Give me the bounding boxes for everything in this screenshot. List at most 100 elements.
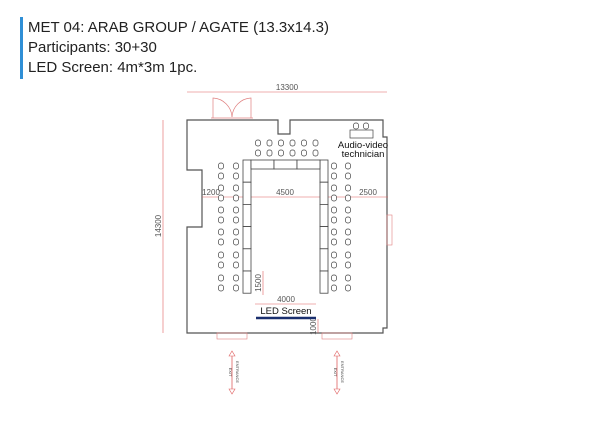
entrance-label: ENTRANCE <box>235 361 240 383</box>
plan-title: MET 04: ARAB GROUP / AGATE (13.3x14.3) <box>28 19 329 36</box>
chair <box>218 261 224 269</box>
chair <box>345 206 351 214</box>
table <box>242 181 252 205</box>
chair <box>331 206 337 214</box>
chair <box>218 162 224 170</box>
av-label-line1: Audio-video <box>338 140 388 151</box>
table <box>319 248 329 272</box>
table <box>319 203 329 227</box>
chair <box>345 238 351 246</box>
table-width-dimension: 4500 <box>276 188 294 197</box>
exit-label: EXIT <box>333 368 338 377</box>
bottom-doors <box>216 332 353 340</box>
chair <box>289 149 296 157</box>
chair <box>218 228 224 236</box>
chair <box>345 162 351 170</box>
chair <box>331 162 337 170</box>
chair <box>331 194 337 202</box>
entrance-exit-arrow-right: EXIT ENTRANCE <box>333 350 345 395</box>
table <box>273 159 298 170</box>
entrance-exit-arrow-left: EXIT ENTRANCE <box>228 350 240 395</box>
chair <box>233 184 239 192</box>
chair <box>331 184 337 192</box>
chair <box>218 184 224 192</box>
chair <box>301 139 307 147</box>
chair <box>331 274 337 282</box>
table <box>242 248 252 272</box>
chair <box>218 284 224 292</box>
chair <box>345 172 351 180</box>
width-dimension: 13300 <box>276 83 299 92</box>
chair <box>233 172 239 180</box>
table <box>242 203 252 227</box>
av-label-line2: technician <box>342 149 385 160</box>
chair <box>278 139 284 147</box>
chair <box>233 274 239 282</box>
chair <box>278 149 284 157</box>
participants-text: Participants: 30+30 <box>28 39 157 56</box>
chair <box>331 172 337 180</box>
chair <box>218 238 224 246</box>
chair <box>345 274 351 282</box>
screen-width-dimension: 4000 <box>277 295 295 304</box>
u-shape-tables <box>242 159 329 294</box>
top-door <box>211 97 253 119</box>
screen-to-wall-dimension: 1000 <box>309 317 318 335</box>
right-gap-dimension: 2500 <box>359 188 377 197</box>
chair <box>345 261 351 269</box>
table-to-screen-dimension: 1500 <box>254 274 263 292</box>
table <box>296 159 321 170</box>
chair <box>266 149 273 157</box>
side-door <box>386 214 393 246</box>
chair <box>218 274 224 282</box>
exit-label: EXIT <box>228 368 233 377</box>
chair <box>353 122 359 130</box>
chair <box>331 284 337 292</box>
chair <box>301 149 307 157</box>
header-accent-bar <box>20 17 23 79</box>
table <box>242 270 252 294</box>
chair <box>233 162 239 170</box>
screen-text: LED Screen: 4m*3m 1pc. <box>28 59 198 76</box>
chair <box>233 238 239 246</box>
chair <box>218 172 224 180</box>
chair <box>255 149 261 157</box>
chair <box>218 194 224 202</box>
chair <box>233 251 239 259</box>
chair <box>255 139 261 147</box>
chair <box>345 228 351 236</box>
chair <box>331 251 337 259</box>
chair <box>233 228 239 236</box>
av-desk <box>349 129 374 139</box>
chairs <box>218 122 369 292</box>
chair <box>331 216 337 224</box>
chair <box>218 251 224 259</box>
table <box>242 159 252 183</box>
chair <box>345 194 351 202</box>
chair <box>331 261 337 269</box>
room-walls <box>186 119 388 334</box>
table <box>319 159 329 183</box>
chair <box>331 238 337 246</box>
height-dimension: 14300 <box>154 214 163 237</box>
chair <box>266 139 273 147</box>
chair <box>233 194 239 202</box>
chair <box>289 139 296 147</box>
chair <box>218 206 224 214</box>
led-screen-label: LED Screen <box>260 306 311 317</box>
chair <box>345 184 351 192</box>
entrance-label: ENTRANCE <box>340 361 345 383</box>
chair <box>233 216 239 224</box>
chair <box>218 216 224 224</box>
table <box>250 159 275 170</box>
chair <box>345 216 351 224</box>
table <box>319 270 329 294</box>
chair <box>312 139 319 147</box>
table <box>319 226 329 250</box>
table <box>242 226 252 250</box>
chair <box>233 284 239 292</box>
chair <box>331 228 337 236</box>
chair <box>233 206 239 214</box>
